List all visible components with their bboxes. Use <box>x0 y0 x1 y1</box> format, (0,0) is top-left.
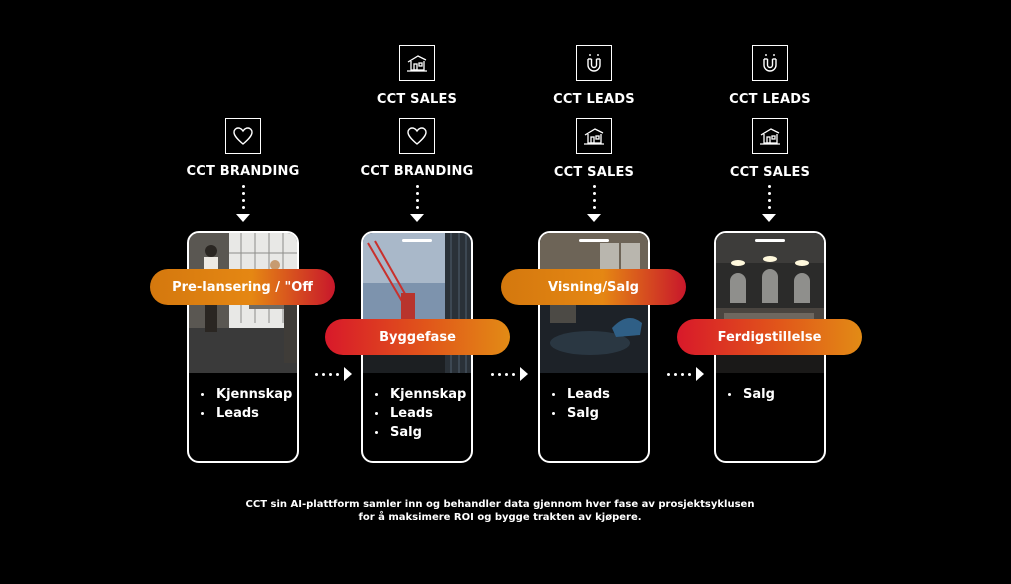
top-label: CCT SALES <box>376 92 458 107</box>
phase-pill-completion: Ferdigstillelse <box>677 319 862 355</box>
list-item: Salg <box>371 423 466 442</box>
bullet-list: Leads Salg <box>548 385 610 423</box>
down-arrow <box>236 185 250 222</box>
right-arrow <box>491 367 528 381</box>
down-arrow <box>410 185 424 222</box>
list-item: Kjennskap <box>197 385 292 404</box>
top-label: CCT BRANDING <box>360 164 474 179</box>
house-icon <box>576 118 612 154</box>
bullet-list: Salg <box>724 385 775 404</box>
caption-line-2: for å maksimere ROI og bygge trakten av … <box>358 512 642 523</box>
top-label: CCT LEADS <box>553 92 635 107</box>
list-item: Salg <box>724 385 775 404</box>
list-item: Leads <box>548 385 610 404</box>
down-arrow <box>587 185 601 222</box>
down-arrow <box>762 185 776 222</box>
right-arrow <box>667 367 704 381</box>
phase-pill-construction: Byggefase <box>325 319 510 355</box>
magnet-icon <box>576 45 612 81</box>
top-label: CCT SALES <box>553 165 635 180</box>
bullet-list: Kjennskap Leads Salg <box>371 385 466 442</box>
right-arrow <box>315 367 352 381</box>
list-item: Leads <box>371 404 466 423</box>
list-item: Kjennskap <box>371 385 466 404</box>
heart-icon <box>225 118 261 154</box>
phase-pill-showing-sales: Visning/Salg <box>501 269 686 305</box>
caption: CCT sin AI-plattform samler inn og behan… <box>200 498 800 524</box>
phone-pre-launch: Kjennskap Leads <box>187 231 299 463</box>
magnet-icon <box>752 45 788 81</box>
top-label: CCT BRANDING <box>186 164 300 179</box>
phone-notch <box>755 239 785 242</box>
caption-line-1: CCT sin AI-plattform samler inn og behan… <box>245 499 755 510</box>
heart-icon <box>399 118 435 154</box>
house-icon <box>752 118 788 154</box>
top-label: CCT LEADS <box>729 92 811 107</box>
phone-notch <box>402 239 432 242</box>
phase-pill-pre-launch: Pre-lansering / "Off <box>150 269 335 305</box>
top-label: CCT SALES <box>729 165 811 180</box>
house-icon <box>399 45 435 81</box>
bullet-list: Kjennskap Leads <box>197 385 292 423</box>
phone-notch <box>579 239 609 242</box>
phone-showing-sales: Leads Salg <box>538 231 650 463</box>
list-item: Salg <box>548 404 610 423</box>
list-item: Leads <box>197 404 292 423</box>
